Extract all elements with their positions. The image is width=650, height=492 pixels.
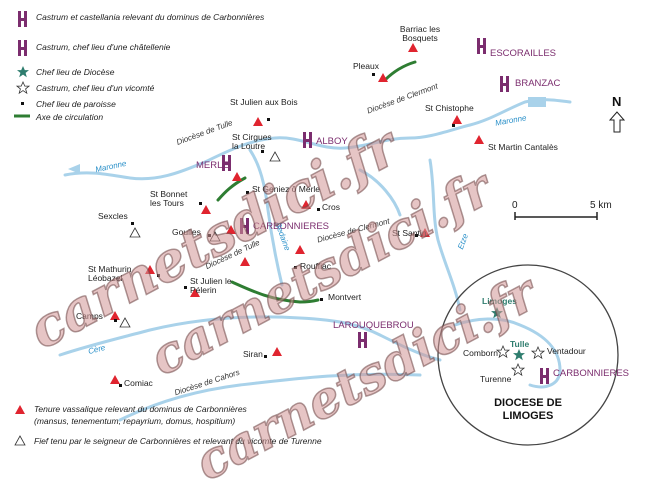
lord-merle: MERLE — [196, 160, 229, 171]
lord-branzac: BRANZAC — [515, 78, 561, 89]
scale-bar — [514, 212, 598, 220]
lord-alboy: ALBOY — [316, 136, 348, 147]
rivers — [58, 98, 572, 422]
legend-tower-chatellenie-icon — [18, 40, 27, 56]
inset-tulle: Tulle — [510, 339, 530, 349]
label-st-martin: St Martin Cantalès — [488, 142, 558, 152]
legend-chef-lieu-paroisse: Chef lieu de paroisse — [36, 99, 116, 109]
road-merle — [216, 176, 247, 202]
legend-fief: Fief tenu par le seigneur de Carbonnière… — [34, 436, 322, 446]
legend-tenure-line1: Tenure vassalique relevant du dominus de… — [34, 404, 247, 414]
star-tulle-icon — [513, 349, 525, 361]
label-st-cirgues: St Cirgues la Loutre — [232, 132, 272, 152]
label-cros: Cros — [322, 202, 340, 212]
inset-limoges: Limoges — [482, 296, 517, 306]
parish-dots — [114, 73, 455, 387]
road-pleaux — [383, 60, 417, 82]
scale-five-km: 5 km — [590, 200, 612, 211]
legend-triangle-open-icon — [14, 435, 26, 446]
river-maronne — [63, 98, 572, 181]
tower-carbonnieres-icon — [240, 218, 249, 234]
inset-comborn: Comborn — [463, 348, 498, 358]
river-bedaine — [248, 148, 284, 287]
inset-turenne: Turenne — [480, 374, 512, 384]
legend-axe-circulation: Axe de circulation — [36, 112, 104, 122]
label-st-santin: St Santin — [392, 228, 427, 238]
legend-castrum-vicomte: Castrum, chef lieu d'un vicomté — [36, 83, 155, 93]
lord-larouquebrou: LAROUQUEBROU — [333, 320, 414, 331]
star-ventadour-icon — [531, 346, 545, 359]
inset-title: DIOCESE DE LIMOGES — [478, 397, 578, 423]
map-graphics — [14, 11, 626, 446]
star-comborn-icon — [496, 345, 510, 358]
inset-circle — [437, 264, 619, 446]
inset-title-line2: LIMOGES — [502, 410, 554, 423]
star-turenne-icon — [511, 363, 525, 376]
label-camps: Camps — [76, 311, 103, 321]
tower-alboy-icon — [303, 132, 312, 148]
label-sexcles: Sexcles — [98, 211, 128, 221]
label-montvert: Montvert — [328, 292, 362, 302]
lord-carbonnieres: CARBONNIERES — [253, 221, 330, 232]
star-limoges-icon — [491, 307, 503, 319]
scale-zero: 0 — [512, 200, 518, 211]
label-st-julien-bois: St Julien aux Bois — [230, 97, 298, 107]
river-etze — [428, 158, 462, 312]
label-st-julien-pelerin: St Julien le Pélerin — [190, 276, 232, 296]
north-label: N — [612, 94, 622, 109]
map: Castrum et castellania relevant du domin… — [14, 11, 630, 492]
legend-star-vicomte-icon — [16, 81, 30, 94]
label-st-mathurin: St Mathurin Léobazel — [88, 264, 132, 284]
lord-escorailles: ESCORAILLES — [490, 48, 556, 59]
tower-branzac-icon — [500, 76, 509, 92]
river-south — [118, 372, 422, 422]
legend-star-diocese-icon — [17, 66, 29, 78]
legend-castrum-castellania: Castrum et castellania relevant du domin… — [36, 12, 265, 22]
label-siran: Siran — [243, 349, 263, 359]
inset-ventadour: Ventadour — [547, 346, 586, 356]
legend-dot-paroisse-icon — [21, 102, 24, 105]
label-goulles: Goulles — [172, 227, 201, 237]
legend-triangle-red-icon — [15, 405, 25, 414]
label-st-geniez: St Geniez ô Merle — [252, 184, 321, 194]
label-comiac: Comiac — [124, 378, 153, 388]
river-arrow-west — [68, 164, 80, 174]
inset-carbonnieres: CARBONNIERES — [553, 368, 630, 379]
river-cere — [58, 315, 442, 362]
label-st-chistophe: St Chistophe — [425, 103, 474, 113]
label-barriac: Barriac les Bosquets — [399, 24, 441, 44]
north-arrow-icon — [608, 111, 626, 133]
roads — [216, 60, 417, 304]
tower-escorailles-icon — [477, 38, 486, 54]
river-arrow-east — [528, 97, 546, 107]
inset-title-line1: DIOCESE DE — [494, 397, 562, 409]
river-inset — [453, 317, 562, 389]
label-st-bonnet: St Bonnet les Tours — [150, 189, 188, 209]
legend-tower-castellania-icon — [18, 11, 27, 27]
tower-carbonnieres-inset-icon — [540, 368, 549, 384]
label-rouffiac: Rouffiac — [300, 261, 332, 271]
tower-larouquebrou-icon — [358, 332, 367, 348]
legend-tenure-line2: (mansus, tenementum, repayrium, domus, h… — [34, 416, 236, 426]
label-pleaux: Pleaux — [353, 61, 379, 71]
legend-castrum-chatellenie: Castrum, chef lieu d'une châtellenie — [36, 42, 171, 52]
road-montvert — [230, 280, 320, 304]
legend-chef-lieu-diocese: Chef lieu de Diocèse — [36, 67, 115, 77]
river-branch-1 — [358, 168, 402, 217]
tenure-triangles — [110, 43, 484, 384]
